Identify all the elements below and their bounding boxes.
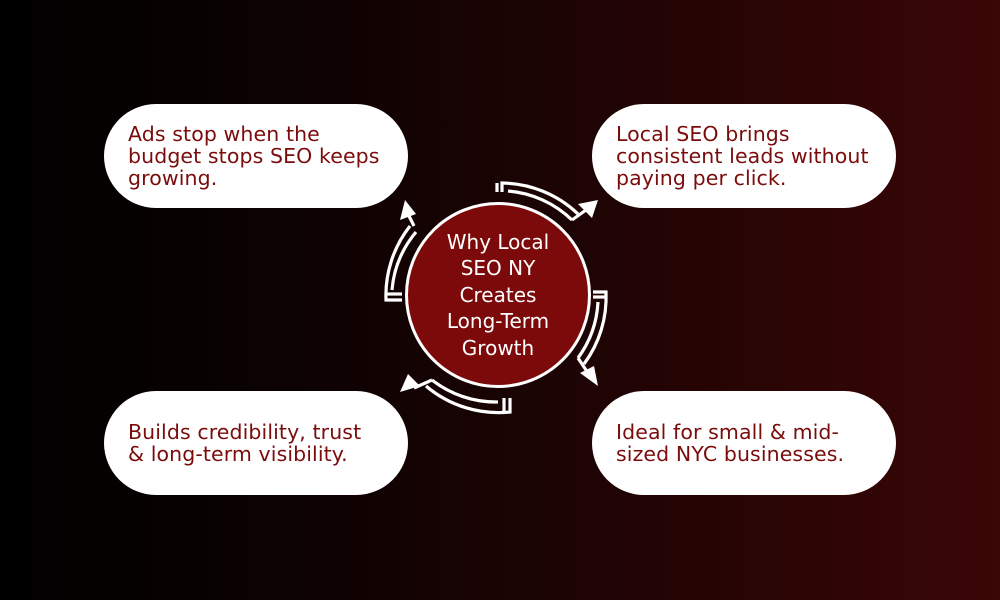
- point-card-bottom-right: Ideal for small & mid- sized NYC busines…: [592, 391, 896, 495]
- point-card-bottom-left: Builds credibility, trust & long-term vi…: [104, 391, 408, 495]
- center-title-line: Creates: [459, 282, 537, 307]
- point-text-line: paying per click.: [616, 166, 787, 190]
- point-text: Builds credibility, trust & long-term vi…: [128, 421, 361, 465]
- point-text-line: budget stops SEO keeps: [128, 144, 380, 168]
- point-text-line: consistent leads without: [616, 144, 869, 168]
- center-title: Why Local SEO NY Creates Long-Term Growt…: [428, 229, 568, 362]
- point-card-top-right: Local SEO brings consistent leads withou…: [592, 104, 896, 208]
- center-title-line: Why Local: [446, 229, 550, 254]
- center-title-line: SEO NY: [460, 256, 536, 281]
- point-text-line: growing.: [128, 166, 218, 190]
- point-card-top-left: Ads stop when the budget stops SEO keeps…: [104, 104, 408, 208]
- center-title-line: Long-Term: [446, 309, 550, 334]
- center-circle: Why Local SEO NY Creates Long-Term Growt…: [405, 202, 591, 388]
- point-text-line: Ideal for small & mid-: [616, 420, 840, 444]
- point-text-line: & long-term visibility.: [128, 442, 348, 466]
- point-text: Ideal for small & mid- sized NYC busines…: [616, 421, 844, 465]
- point-text-line: Local SEO brings: [616, 122, 790, 146]
- point-text-line: Ads stop when the: [128, 122, 320, 146]
- point-text: Ads stop when the budget stops SEO keeps…: [128, 123, 380, 189]
- point-text-line: sized NYC businesses.: [616, 442, 845, 466]
- center-title-line: Growth: [461, 335, 535, 360]
- point-text-line: Builds credibility, trust: [128, 420, 362, 444]
- point-text: Local SEO brings consistent leads withou…: [616, 123, 869, 189]
